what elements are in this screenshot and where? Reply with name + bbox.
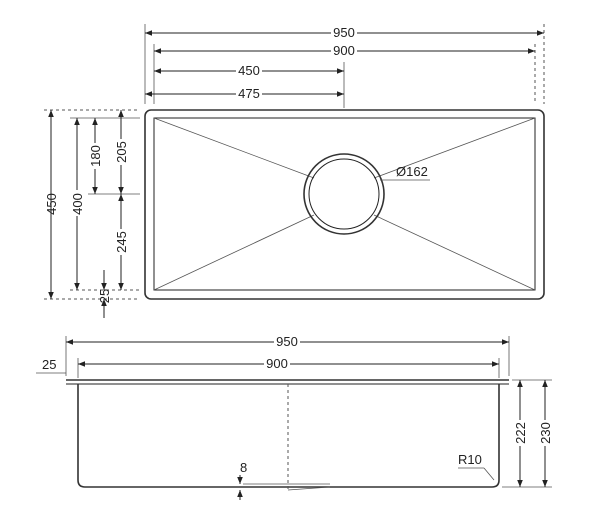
radius-label: R10 bbox=[458, 452, 482, 467]
top-view: Ø162 950 900 450 475 450 40 bbox=[44, 24, 545, 318]
dim-400-vertical: 400 bbox=[70, 193, 85, 215]
slope-line bbox=[153, 214, 315, 291]
dim-222: 222 bbox=[513, 422, 528, 444]
bowl-profile bbox=[77, 384, 500, 488]
dim-900-side: 900 bbox=[266, 356, 288, 371]
sink-outer-rim bbox=[144, 109, 545, 300]
dim-245-vertical: 245 bbox=[114, 231, 129, 253]
slope-line bbox=[373, 214, 536, 291]
dim-450: 450 bbox=[238, 63, 260, 78]
side-view: 950 900 25 222 230 R10 8 bbox=[36, 333, 553, 500]
dim-25-vertical: 25 bbox=[97, 289, 112, 303]
dim-475: 475 bbox=[238, 86, 260, 101]
dim-950: 950 bbox=[333, 25, 355, 40]
radius-leader bbox=[483, 467, 495, 481]
slope-indicator bbox=[287, 486, 331, 491]
dim-450-vertical: 450 bbox=[44, 193, 59, 215]
dim-950-side: 950 bbox=[276, 334, 298, 349]
slope-line bbox=[153, 117, 315, 179]
dim-230: 230 bbox=[538, 422, 553, 444]
drain-inner-circle bbox=[308, 158, 380, 230]
dim-25-flange: 25 bbox=[42, 357, 56, 372]
dim-900: 900 bbox=[333, 43, 355, 58]
sink-inner-bowl bbox=[153, 117, 536, 291]
dim-180-vertical: 180 bbox=[88, 145, 103, 167]
drain-diameter-label: Ø162 bbox=[396, 164, 428, 179]
dim-8: 8 bbox=[240, 460, 247, 475]
dim-205-vertical: 205 bbox=[114, 141, 129, 163]
drain-outer-circle bbox=[303, 153, 385, 235]
slope-line bbox=[373, 117, 536, 179]
